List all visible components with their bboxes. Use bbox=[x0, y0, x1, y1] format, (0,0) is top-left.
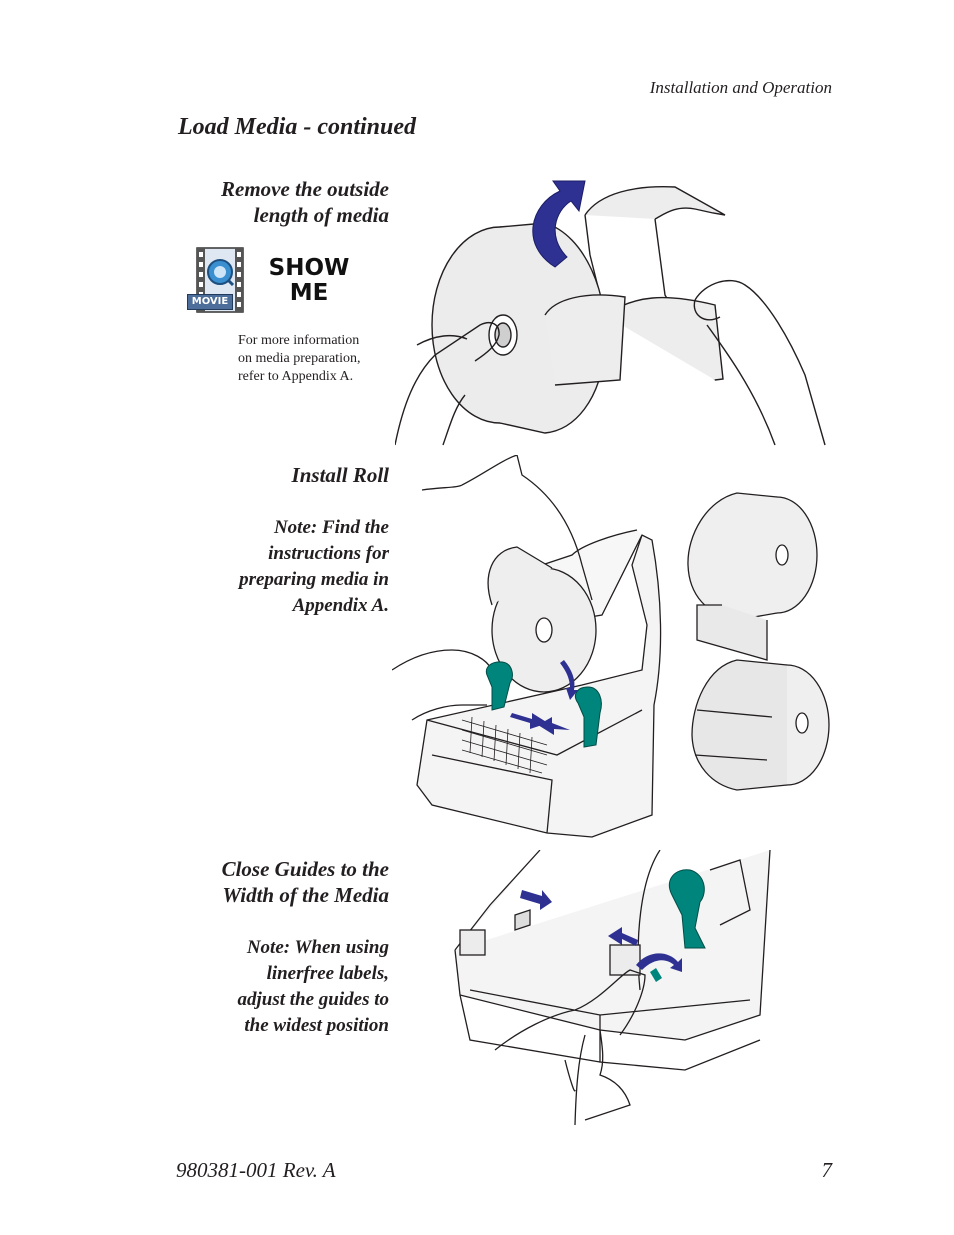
remove-media-illustration bbox=[395, 180, 826, 446]
movie-file-icon bbox=[196, 247, 244, 313]
media-prep-info: For more information on media preparatio… bbox=[238, 333, 361, 384]
movie-tag: MOVIE bbox=[187, 294, 233, 310]
close-guides-illustration bbox=[454, 850, 771, 1125]
install-roll-illustration bbox=[392, 455, 830, 838]
footer-page-number: 7 bbox=[821, 1158, 833, 1182]
step-heading-install-roll: Install Roll bbox=[291, 463, 389, 487]
footer-doc-number: 980381-001 Rev. A bbox=[176, 1158, 336, 1182]
show-me-movie-button[interactable]: MOVIE SHOW ME bbox=[183, 244, 363, 320]
install-roll-note: Note: Find the instructions for preparin… bbox=[239, 517, 389, 616]
page-title: Load Media - continued bbox=[178, 114, 416, 140]
close-guides-note: Note: When using linerfree labels, adjus… bbox=[237, 937, 390, 1036]
step-heading-close-guides: Close Guides to the Width of the Media bbox=[221, 857, 389, 907]
step-heading-remove-outside: Remove the outside length of media bbox=[221, 177, 389, 227]
show-me-label: SHOW ME bbox=[268, 255, 350, 306]
running-header: Installation and Operation bbox=[649, 78, 832, 97]
